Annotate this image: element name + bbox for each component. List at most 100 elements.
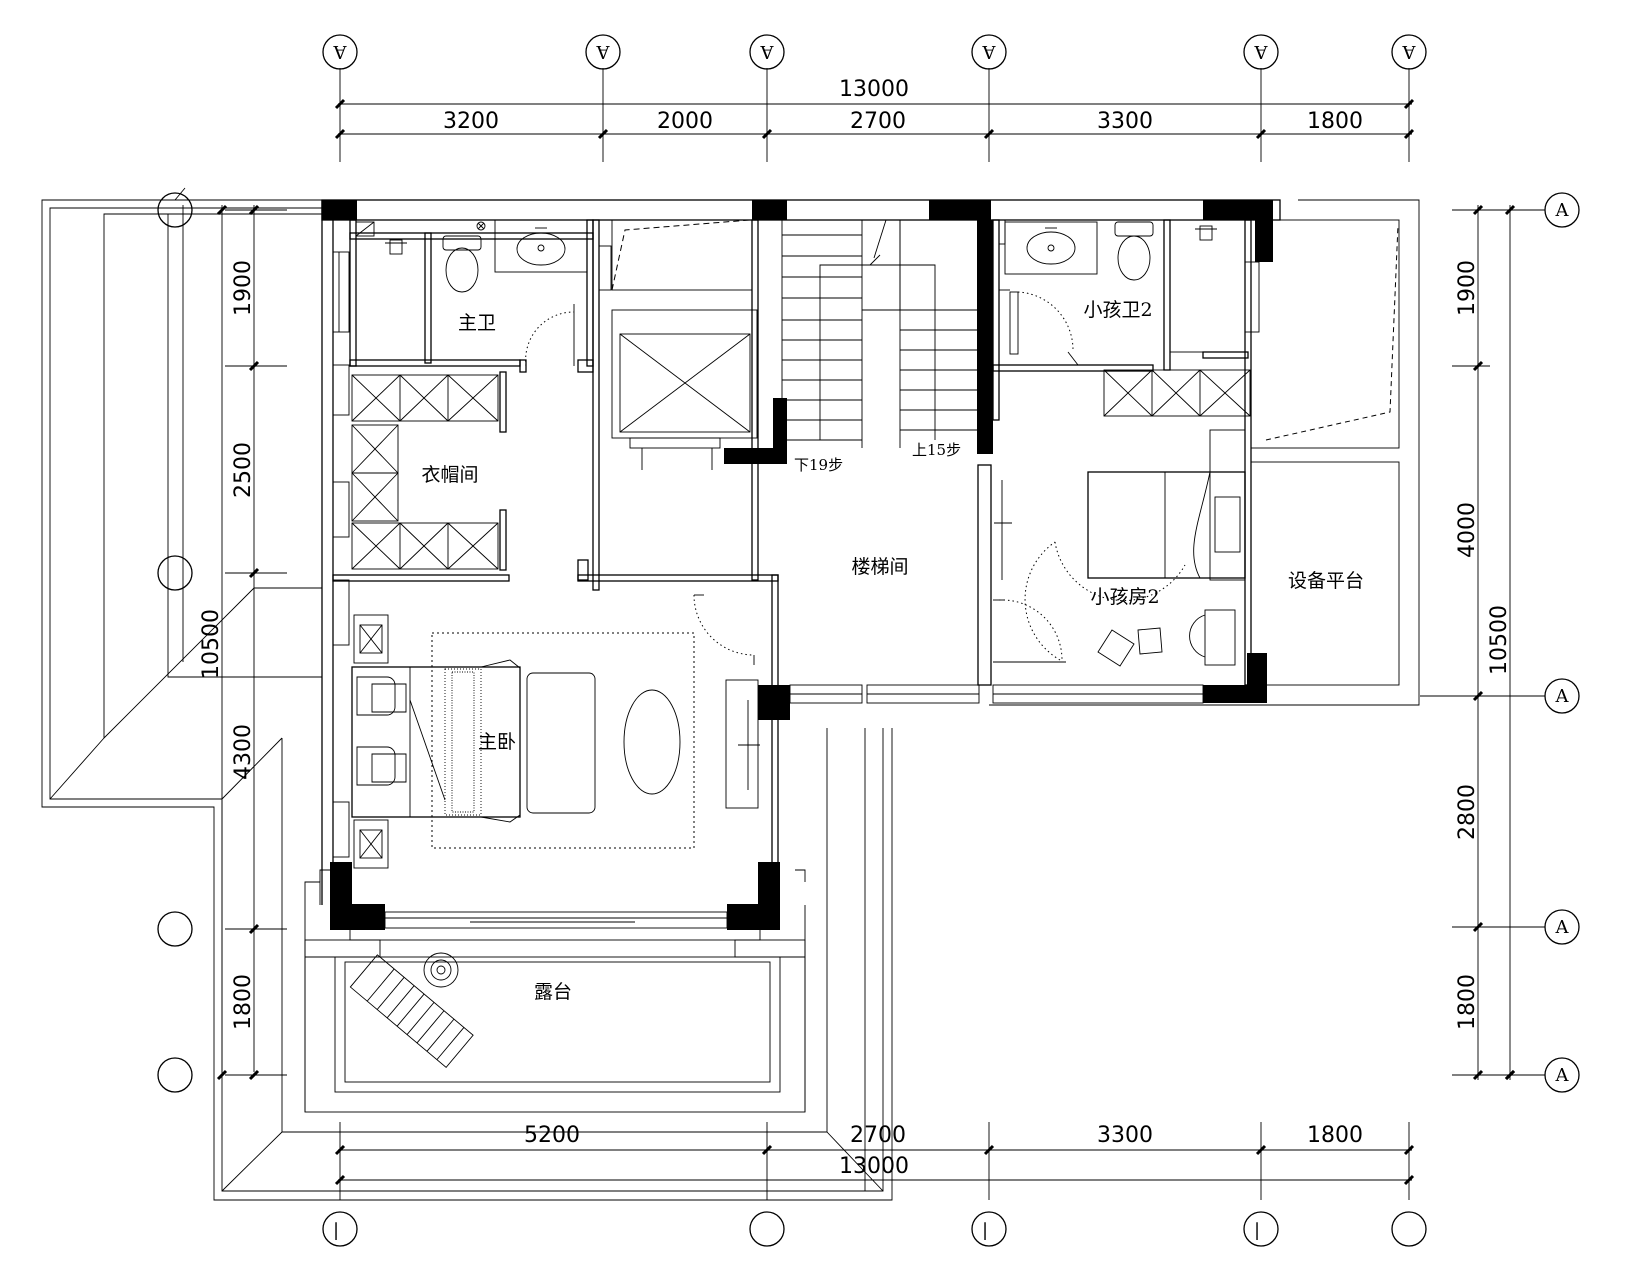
svg-text:A: A — [1555, 917, 1570, 938]
kids-bath: 小孩卫2 — [998, 219, 1246, 366]
kids-room: 小孩房2 — [993, 369, 1251, 667]
kids-bath-label: 小孩卫2 — [1083, 299, 1152, 321]
bottom-dimensions: 5200 2700 3300 1800 13000 — [334, 1122, 1415, 1200]
bottom-dim-2: 2700 — [850, 1123, 906, 1148]
axis-bubble: | — [322, 1211, 358, 1247]
left-axis-bubbles — [157, 192, 193, 1093]
roof-outline — [41, 199, 1420, 1201]
axis-bubble — [157, 555, 193, 591]
axis-bubble — [157, 911, 193, 947]
shower-head — [389, 239, 403, 255]
wardrobe-top — [351, 374, 499, 422]
right-axis-bubbles: A A A A — [1544, 192, 1580, 1093]
equipment-platform-label: 设备平台 — [1288, 570, 1364, 592]
stairwell-label: 楼梯间 — [851, 556, 908, 578]
chair-icon — [1189, 609, 1236, 666]
bottom-dim-1: 5200 — [524, 1123, 580, 1148]
terrace: 露台 — [304, 869, 806, 1113]
master-bath-label: 主卫 — [458, 312, 496, 334]
right-total-dim: 10500 — [1487, 605, 1512, 675]
equipment-platform: 设备平台 — [1250, 219, 1400, 686]
left-dimensions: 1900 2500 4300 1800 10500 — [182, 204, 287, 1081]
table-icon — [423, 952, 459, 988]
svg-text:|: | — [982, 1220, 988, 1241]
wardrobe-kids — [1103, 369, 1251, 417]
bottom-dim-3: 3300 — [1097, 1123, 1153, 1148]
shower-head — [1199, 225, 1213, 241]
top-dim-2: 2000 — [657, 109, 713, 134]
exterior-walls — [321, 199, 1281, 930]
right-dim-4: 1800 — [1455, 974, 1480, 1030]
right-dim-1: 1900 — [1455, 260, 1480, 316]
terrace-label: 露台 — [534, 981, 572, 1003]
axis-bubble — [157, 1057, 193, 1093]
top-dimensions: 13000 3200 2000 2700 3300 1800 — [334, 68, 1415, 162]
rug-icon — [623, 689, 681, 795]
sink-icon — [494, 219, 588, 273]
down-steps-label: 下19步 — [794, 456, 843, 474]
axis-bubble: A — [1544, 678, 1580, 714]
axis-bubble: | — [1243, 1211, 1279, 1247]
svg-text:|: | — [1254, 1220, 1260, 1241]
lift-shaft — [611, 219, 758, 470]
wardrobe-bottom — [351, 522, 499, 570]
top-axis-bubbles: A A A A A A — [322, 34, 1427, 70]
sun-lounger-icon — [349, 954, 474, 1068]
svg-text:A: A — [596, 41, 611, 62]
axis-bubble: A — [1243, 34, 1279, 70]
right-dim-3: 2800 — [1455, 784, 1480, 840]
wardrobe-left — [351, 424, 399, 522]
svg-text:A: A — [1555, 686, 1570, 707]
up-steps-label: 上15步 — [912, 441, 961, 459]
cushion-icon — [1097, 627, 1163, 667]
sink-icon — [1004, 221, 1098, 275]
axis-bubble: A — [322, 34, 358, 70]
axis-bubble: A — [585, 34, 621, 70]
interior-walls — [332, 219, 1252, 881]
left-total-dim: 10500 — [199, 609, 224, 679]
bed-icon — [1087, 471, 1246, 579]
svg-text:A: A — [1402, 41, 1417, 62]
left-dim-4: 1800 — [231, 974, 256, 1030]
cloakroom-label: 衣帽间 — [421, 464, 478, 486]
svg-text:A: A — [982, 41, 997, 62]
bottom-total-dim: 13000 — [839, 1154, 909, 1179]
axis-bubble: A — [971, 34, 1007, 70]
master-bedroom: 主卧 — [351, 594, 760, 869]
windows — [332, 245, 1260, 929]
corner-marker — [174, 187, 186, 201]
right-dimensions: 1900 4000 2800 1800 10500 — [1420, 204, 1545, 1081]
bed-icon — [351, 659, 521, 823]
toilet-icon — [442, 235, 482, 293]
top-dim-4: 3300 — [1097, 109, 1153, 134]
axis-bubble — [157, 192, 193, 228]
svg-text:A: A — [1254, 41, 1269, 62]
top-dim-3: 2700 — [850, 109, 906, 134]
top-total-dim: 13000 — [839, 77, 909, 102]
master-bedroom-label: 主卧 — [478, 731, 516, 753]
axis-bubble: A — [1544, 1057, 1580, 1093]
axis-bubble: A — [1544, 909, 1580, 945]
axis-bubble — [749, 1211, 785, 1247]
axis-bubble — [1391, 1211, 1427, 1247]
left-dim-3: 4300 — [231, 724, 256, 780]
svg-text:A: A — [1555, 1065, 1570, 1086]
svg-text:A: A — [760, 41, 775, 62]
axis-bubble: A — [1391, 34, 1427, 70]
staircase: 下19步 上15步 楼梯间 — [781, 219, 977, 578]
tv-cabinet — [725, 679, 760, 809]
axis-bubble: A — [1544, 192, 1580, 228]
left-dim-2: 2500 — [231, 442, 256, 498]
bench-icon — [526, 672, 596, 814]
bottom-dim-4: 1800 — [1307, 1123, 1363, 1148]
svg-text:A: A — [333, 41, 348, 62]
kids-room-label: 小孩房2 — [1090, 586, 1159, 608]
axis-bubble: | — [971, 1211, 1007, 1247]
master-bath: 主卫 — [355, 219, 588, 367]
nightstand-top — [353, 614, 389, 664]
cloakroom: 衣帽间 — [351, 374, 499, 570]
svg-text:|: | — [333, 1220, 339, 1241]
left-dim-1: 1900 — [231, 260, 256, 316]
right-dim-2: 4000 — [1455, 502, 1480, 558]
top-dim-1: 3200 — [443, 109, 499, 134]
